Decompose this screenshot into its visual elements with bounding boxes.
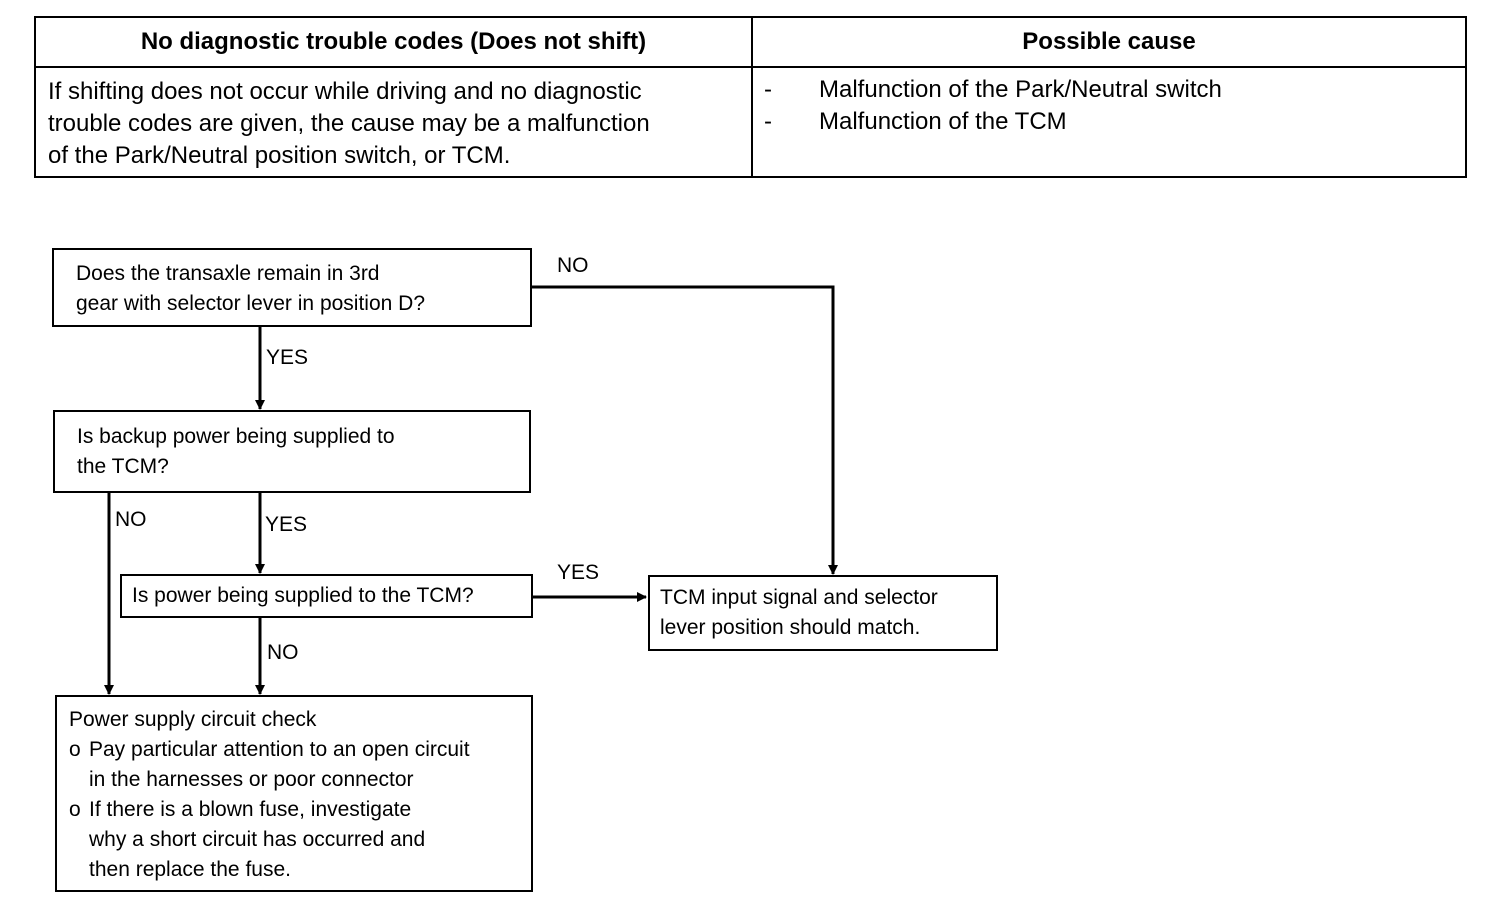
connector-q1-no [532,285,838,575]
question-box-power-supplied: Is power being supplied to the TCM? [120,574,533,618]
bullet-marker: o [69,798,81,821]
cause-text: Malfunction of the TCM [819,108,1067,135]
cause-dash: - [764,108,772,135]
table-condition-description: If shifting does not occur while driving… [48,76,738,172]
label-q1-yes: YES [266,346,309,369]
question-box-backup-power: Is backup power being supplied to the TC… [53,410,531,493]
cause-item: - Malfunction of the TCM [764,106,1455,138]
result-title: Power supply circuit check [69,708,317,731]
label-q3-yes: YES [557,561,600,584]
possible-cause-list: - Malfunction of the Park/Neutral switch… [764,74,1455,138]
label-q2-no: NO [115,508,147,531]
result-bullet: o If there is a blown fuse, investigate [69,795,531,825]
label-q2-yes: YES [265,513,308,536]
question-line: the TCM? [77,455,169,478]
table-header-possible-cause: Possible cause [1022,28,1196,55]
table-column-divider [751,18,753,176]
question-text: Is power being supplied to the TCM? [132,584,474,607]
label-q1-no: NO [557,254,589,277]
description-line: trouble codes are given, the cause may b… [48,110,650,137]
result-bullet: o Pay particular attention to an open ci… [69,735,531,765]
bullet-continuation: in the harnesses or poor connector [89,768,414,791]
result-line: lever position should match. [660,616,921,639]
bullet-text: Pay particular attention to an open circ… [89,738,470,761]
table-header-condition: No diagnostic trouble codes (Does not sh… [140,28,647,55]
description-line: If shifting does not occur while driving… [48,78,642,105]
result-box-power-supply-check: Power supply circuit check o Pay particu… [55,695,533,892]
cause-text: Malfunction of the Park/Neutral switch [819,76,1222,103]
label-q3-no: NO [267,641,299,664]
cause-dash: - [764,76,772,103]
question-line: gear with selector lever in position D? [76,292,426,315]
result-box-signal-match: TCM input signal and selector lever posi… [648,575,998,651]
bullet-continuation: why a short circuit has occurred and [89,828,426,851]
table-row-divider [36,66,1465,68]
diagnostic-table: No diagnostic trouble codes (Does not sh… [34,16,1467,178]
description-line: of the Park/Neutral position switch, or … [48,142,511,169]
result-line: TCM input signal and selector [660,586,938,609]
bullet-continuation: then replace the fuse. [89,858,291,881]
bullet-text: If there is a blown fuse, investigate [89,798,412,821]
question-line: Does the transaxle remain in 3rd [76,262,380,285]
question-line: Is backup power being supplied to [77,425,395,448]
cause-item: - Malfunction of the Park/Neutral switch [764,74,1455,106]
question-box-transaxle-3rd-gear: Does the transaxle remain in 3rd gear wi… [52,248,532,327]
bullet-marker: o [69,738,81,761]
